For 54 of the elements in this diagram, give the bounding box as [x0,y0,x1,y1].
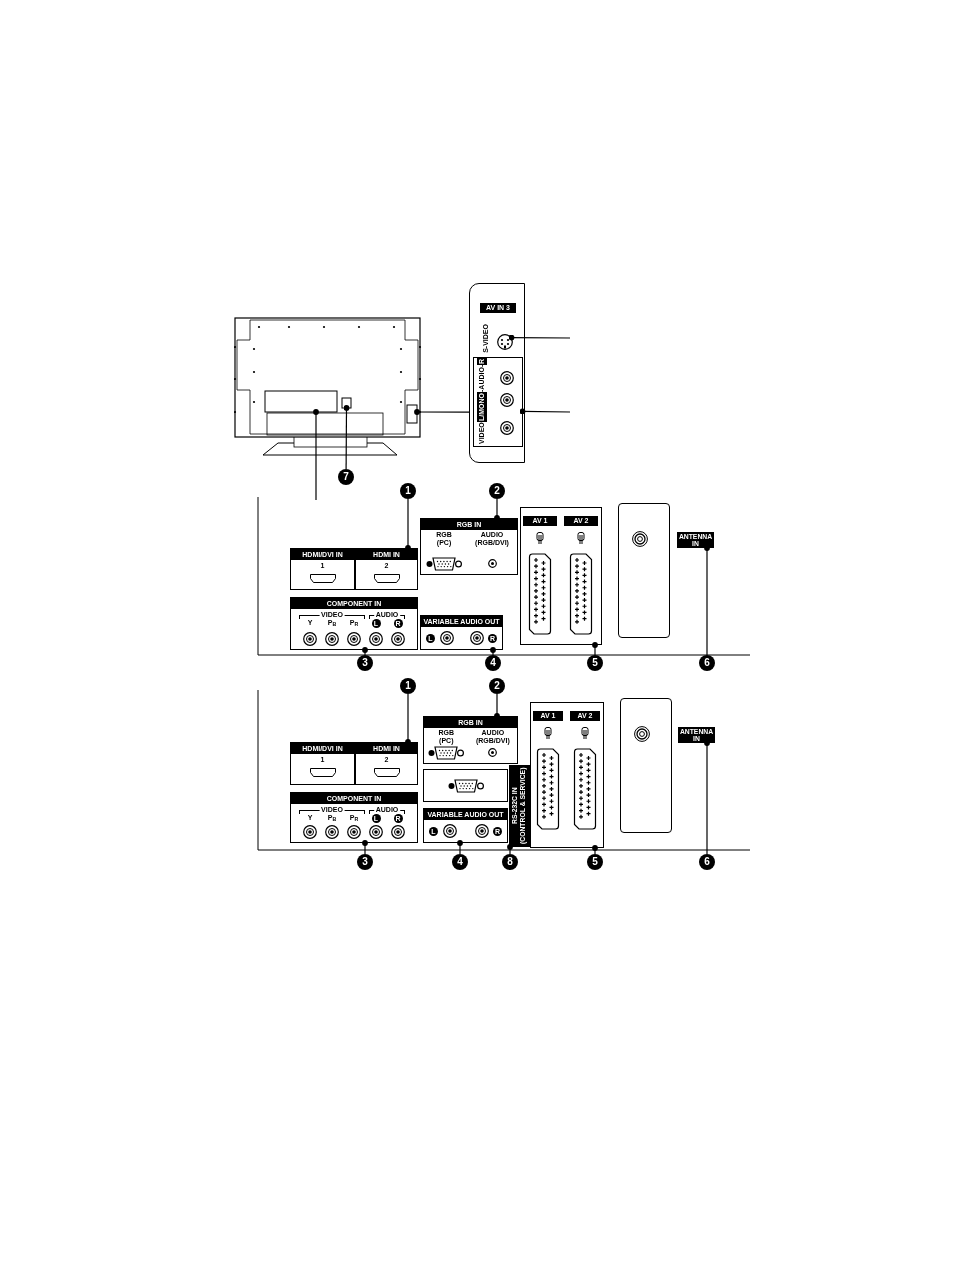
leader-line [592,642,598,656]
callout-number: 5 [587,854,603,870]
leader-line [592,845,598,855]
connector-panel [423,716,518,764]
connector-panel [290,548,355,590]
connector-panel [290,742,355,785]
antenna-panel [620,698,672,833]
leader-line [494,693,500,719]
antenna-panel [618,503,670,638]
terminal-area [406,404,418,424]
leader-line [704,740,710,855]
callout-number: 6 [699,854,715,870]
leader-line [313,409,319,501]
callout-number: 7 [338,469,354,485]
callout-number: 4 [485,655,501,671]
connector-panel [290,597,418,650]
callout-number: 2 [489,678,505,694]
tv-rear-illustration [234,317,422,457]
callout-number: 6 [699,655,715,671]
leader-line [414,409,470,415]
leader-line [405,498,411,551]
terminal-area [341,397,352,409]
connector-panel [530,702,604,848]
leader-line [362,647,368,656]
connector-panel [420,615,503,650]
callout-number: 3 [357,854,373,870]
connector-panel [355,548,418,590]
terminal-area [264,390,338,413]
connector-panel [520,507,602,645]
callout-number: 1 [400,678,416,694]
leader-line [704,545,710,656]
callout-number: 2 [489,483,505,499]
callout-number: 5 [587,655,603,671]
leader-line [490,647,496,656]
leader-line [507,844,513,855]
connector-panel [420,518,518,575]
leader-line [343,405,350,470]
jack-panel [472,356,523,447]
connector-panel [290,792,418,843]
leader-line [362,840,368,855]
callout-number: 8 [502,854,518,870]
callout-number: 1 [400,483,416,499]
leader-line [494,498,500,521]
connector-panel [423,769,508,802]
side-panel [469,283,525,463]
leader-line [508,334,571,341]
leader-line [405,693,411,745]
callout-number: 3 [357,655,373,671]
callout-number: 4 [452,854,468,870]
leader-line [519,408,571,415]
connector-panel [423,808,508,843]
s-video-port-icon [496,333,513,350]
connector-panel [355,742,418,785]
leader-line [457,840,463,855]
